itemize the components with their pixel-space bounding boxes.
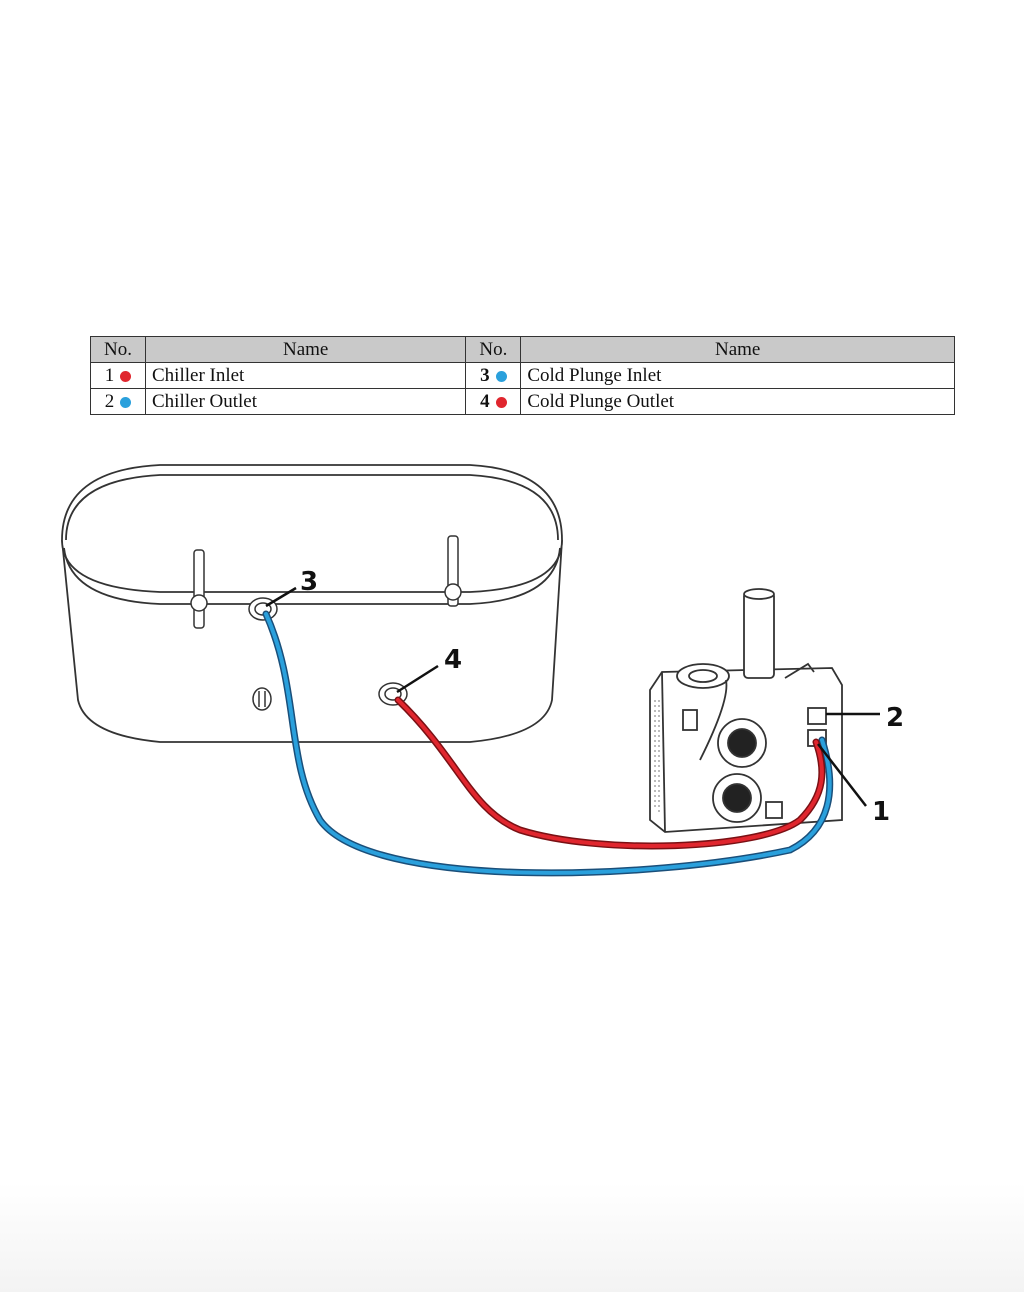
- header-no-left: No.: [90, 336, 146, 363]
- header-name-right: Name: [520, 336, 955, 363]
- callout-2: 2: [886, 703, 904, 733]
- callout-4: 4: [444, 645, 462, 675]
- blue-dot-icon: [120, 397, 132, 409]
- hose-cold-plunge-inlet: [262, 610, 834, 877]
- legend-name: Cold Plunge Inlet: [520, 362, 955, 389]
- legend-number: 1: [104, 365, 115, 386]
- chiller-unit: [649, 588, 843, 833]
- legend-row: 2 Chiller Outlet 4 Cold Plunge Outlet: [90, 388, 955, 415]
- red-dot-icon: [495, 397, 507, 409]
- legend-cell-no: 4: [465, 388, 522, 415]
- legend-name: Cold Plunge Outlet: [520, 388, 955, 415]
- callout-leaders: [265, 586, 880, 807]
- header-no-right: No.: [465, 336, 522, 363]
- blue-dot-icon: [495, 371, 507, 383]
- callout-1: 1: [872, 797, 890, 827]
- red-dot-icon: [120, 371, 132, 383]
- legend-number: 3: [480, 365, 490, 386]
- legend-number: 4: [480, 391, 490, 412]
- tub-lid-clips: [190, 535, 462, 629]
- legend-cell-no: 2: [90, 388, 146, 415]
- connection-legend-table: No. Name No. Name 1 Chiller Inlet 3 Cold…: [90, 336, 955, 415]
- cold-plunge-tub: [61, 464, 563, 743]
- floor-shadow: [0, 1182, 1024, 1292]
- legend-cell-no: 3: [465, 362, 522, 389]
- legend-name: Chiller Outlet: [144, 388, 467, 415]
- chiller-vent-grille: [654, 700, 660, 812]
- header-name-left: Name: [144, 336, 467, 363]
- hose-cold-plunge-outlet: [394, 696, 826, 850]
- drain-plug-icon: [252, 687, 272, 711]
- callout-3: 3: [300, 567, 318, 597]
- legend-number: 2: [104, 391, 115, 412]
- legend-header-row: No. Name No. Name: [90, 336, 955, 363]
- legend-cell-no: 1: [90, 362, 146, 389]
